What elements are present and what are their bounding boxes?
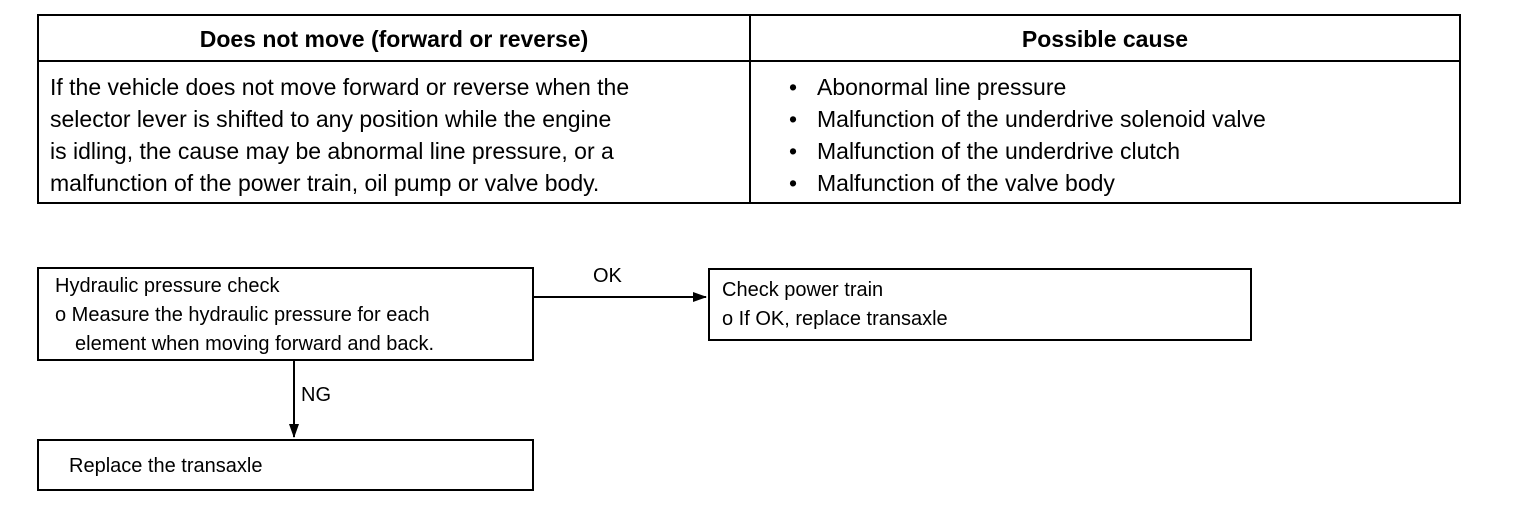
cause-text: Malfunction of the valve body — [817, 170, 1115, 196]
cause-text: Abonormal line pressure — [817, 74, 1067, 100]
table-header-cause: Possible cause — [1021, 26, 1189, 52]
hydraulic-pressure-check-box: Hydraulic pressure check o Measure the h… — [37, 267, 534, 361]
description-line: selector lever is shifted to any positio… — [50, 106, 612, 132]
bullet-icon: • — [789, 74, 798, 100]
troubleshooting-table: Does not move (forward or reverse) Possi… — [37, 14, 1461, 204]
cause-item: • Malfunction of the valve body — [789, 167, 1266, 199]
bullet-icon: • — [789, 106, 798, 132]
cause-item: • Malfunction of the underdrive clutch — [789, 135, 1266, 167]
cause-text: Malfunction of the underdrive solenoid v… — [817, 106, 1266, 132]
description-line: If the vehicle does not move forward or … — [50, 74, 630, 100]
bullet-icon: • — [789, 170, 798, 196]
cause-text: Malfunction of the underdrive clutch — [817, 138, 1181, 164]
description-line: malfunction of the power train, oil pump… — [50, 170, 600, 196]
symptom-description: If the vehicle does not move forward or … — [50, 71, 740, 199]
bullet-icon: • — [789, 138, 798, 164]
table-header-divider — [39, 60, 1459, 62]
box-title: Check power train — [722, 279, 884, 301]
ng-label: NG — [301, 384, 331, 406]
cause-item: • Malfunction of the underdrive solenoid… — [789, 103, 1266, 135]
box-line: element when moving forward and back. — [75, 333, 435, 355]
box-line: o Measure the hydraulic pressure for eac… — [55, 304, 430, 326]
check-power-train-box: Check power train o If OK, replace trans… — [708, 268, 1252, 341]
replace-transaxle-box: Replace the transaxle — [37, 439, 534, 491]
possible-causes-list: • Abonormal line pressure • Malfunction … — [789, 71, 1266, 199]
description-line: is idling, the cause may be abnormal lin… — [50, 138, 614, 164]
box-title: Hydraulic pressure check — [55, 275, 280, 297]
cause-item: • Abonormal line pressure — [789, 71, 1266, 103]
ok-label: OK — [593, 265, 622, 287]
table-header-symptom: Does not move (forward or reverse) — [199, 26, 589, 52]
table-column-divider — [749, 16, 751, 202]
box-line: o If OK, replace transaxle — [722, 308, 948, 330]
box-title: Replace the transaxle — [69, 455, 263, 477]
